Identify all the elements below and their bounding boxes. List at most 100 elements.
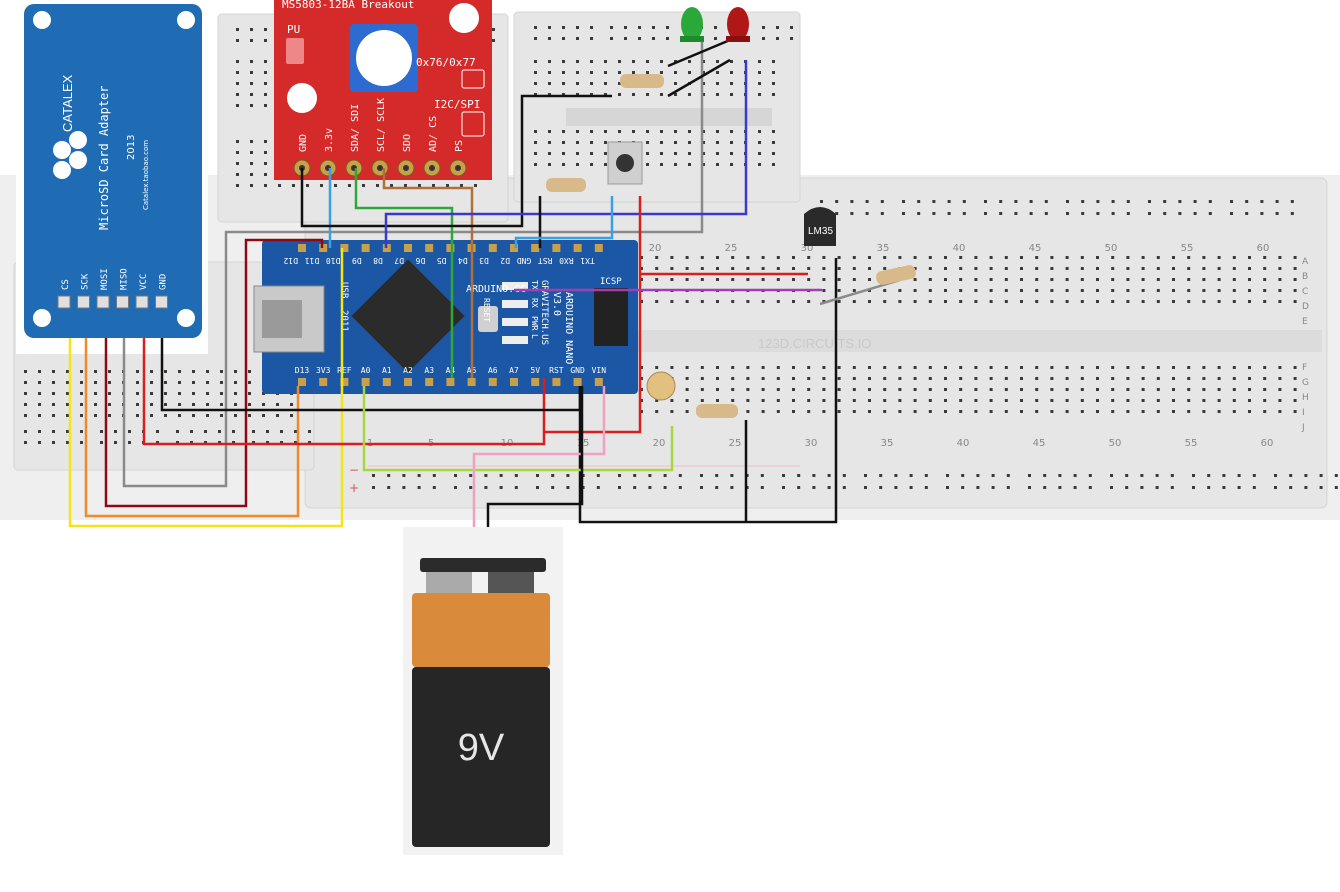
breadboard-hole xyxy=(1278,388,1282,391)
breadboard-hole xyxy=(1080,289,1084,292)
breadboard-hole xyxy=(308,430,311,433)
breadboard-hole xyxy=(52,392,55,395)
breadboard-hole xyxy=(1193,200,1197,203)
breadboard-hole xyxy=(1035,366,1039,369)
breadboard-hole xyxy=(1111,366,1115,369)
sensor-pu-pad xyxy=(286,38,304,64)
breadboard-hole xyxy=(837,388,841,391)
breadboard-hole xyxy=(1217,267,1221,270)
breadboard-hole xyxy=(670,256,674,259)
breadboard-hole xyxy=(1293,366,1297,369)
breadboard-hole xyxy=(38,430,41,433)
wire xyxy=(472,386,606,550)
breadboard-hole xyxy=(772,60,775,63)
breadboard-hole xyxy=(1096,212,1100,215)
breadboard-hole xyxy=(1278,410,1282,413)
breadboard-hole xyxy=(730,152,733,155)
sensor-pin-label: SCL/ SCLK xyxy=(376,98,387,152)
arduino-top-pin xyxy=(488,244,497,252)
breadboard-hole xyxy=(678,486,682,489)
breadboard-hole xyxy=(731,377,735,380)
breadboard-hole xyxy=(1156,410,1160,413)
breadboard-hole xyxy=(1172,388,1175,391)
breadboard-hole xyxy=(1217,278,1221,281)
breadboard-hole xyxy=(776,278,780,281)
breadboard-hole xyxy=(1096,200,1100,203)
sd-title-label: MicroSD Card Adapter xyxy=(97,86,111,231)
breadboard-hole xyxy=(1252,474,1256,477)
arduino-top-pin xyxy=(446,244,455,252)
breadboard-hole xyxy=(66,414,69,417)
breadboard-hole xyxy=(548,71,551,74)
breadboard-hole xyxy=(685,388,689,391)
breadboard-hole xyxy=(236,140,239,143)
wire xyxy=(84,338,300,518)
breadboard-hole xyxy=(946,486,949,489)
breadboard-hole xyxy=(898,410,902,413)
breadboard-hole xyxy=(648,474,652,477)
breadboard-hole xyxy=(746,300,750,303)
breadboard-hole xyxy=(190,441,193,444)
breadboard-hole xyxy=(1263,278,1267,281)
breadboard-hole xyxy=(670,399,674,402)
breadboard-hole xyxy=(674,71,677,74)
breadboard-hole xyxy=(944,267,947,270)
breadboard-hole xyxy=(688,93,691,96)
arduino-top-pin xyxy=(361,244,370,252)
breadboard-hole xyxy=(618,60,621,63)
breadboard-hole xyxy=(234,414,237,417)
breadboard-hole xyxy=(670,410,674,413)
column-number: 55 xyxy=(1181,243,1194,254)
breadboard-hole xyxy=(913,278,917,281)
arduino-led xyxy=(502,336,528,344)
breadboard-hole xyxy=(432,486,436,489)
breadboard-hole xyxy=(220,392,223,395)
breadboard-hole xyxy=(1080,388,1084,391)
breadboard-hole xyxy=(1156,267,1160,270)
breadboard-hole xyxy=(1232,399,1236,402)
breadboard-hole xyxy=(234,403,237,406)
breadboard-hole xyxy=(730,163,733,166)
breadboard-hole xyxy=(685,377,689,380)
breadboard-hole xyxy=(879,486,883,489)
breadboard-hole xyxy=(1263,388,1267,391)
breadboard-hole xyxy=(1290,212,1294,215)
breadboard-hole xyxy=(1141,410,1145,413)
breadboard-hole xyxy=(1237,486,1241,489)
breadboard-hole xyxy=(731,366,735,369)
breadboard-hole xyxy=(1020,399,1023,402)
wire xyxy=(382,168,474,378)
breadboard-hole xyxy=(989,377,993,380)
breadboard-hole xyxy=(991,486,995,489)
breadboard-hole xyxy=(128,430,131,433)
breadboard-hole xyxy=(551,486,555,489)
breadboard-hole xyxy=(1263,267,1267,270)
breadboard-hole xyxy=(974,289,978,292)
breadboard-hole xyxy=(716,93,719,96)
breadboard-hole xyxy=(1230,212,1233,215)
breadboard-hole xyxy=(716,82,719,85)
breadboard-hole xyxy=(852,278,856,281)
breadboard-hole xyxy=(674,163,677,166)
breadboard-hole xyxy=(1202,300,1206,303)
column-number-bottom: 50 xyxy=(1109,438,1122,449)
breadboard-hole xyxy=(206,414,209,417)
breadboard-hole xyxy=(883,366,887,369)
breadboard-hole xyxy=(1050,256,1054,259)
led-red xyxy=(726,7,750,42)
arduino-top-pin xyxy=(298,244,306,252)
breadboard-hole xyxy=(1278,289,1282,292)
breadboard-hole xyxy=(1187,278,1191,281)
breadboard-hole xyxy=(1289,474,1293,477)
breadboard-hole xyxy=(700,256,704,259)
breadboard-hole xyxy=(604,152,607,155)
breadboard-hole xyxy=(837,278,841,281)
breadboard-hole xyxy=(913,300,917,303)
breadboard-hole xyxy=(852,300,856,303)
breadboard-hole xyxy=(807,377,811,380)
breadboard-hole xyxy=(946,474,949,477)
breadboard-hole xyxy=(562,71,565,74)
breadboard-hole xyxy=(1035,388,1039,391)
breadboard-hole xyxy=(638,37,641,40)
breadboard-hole xyxy=(761,267,765,270)
